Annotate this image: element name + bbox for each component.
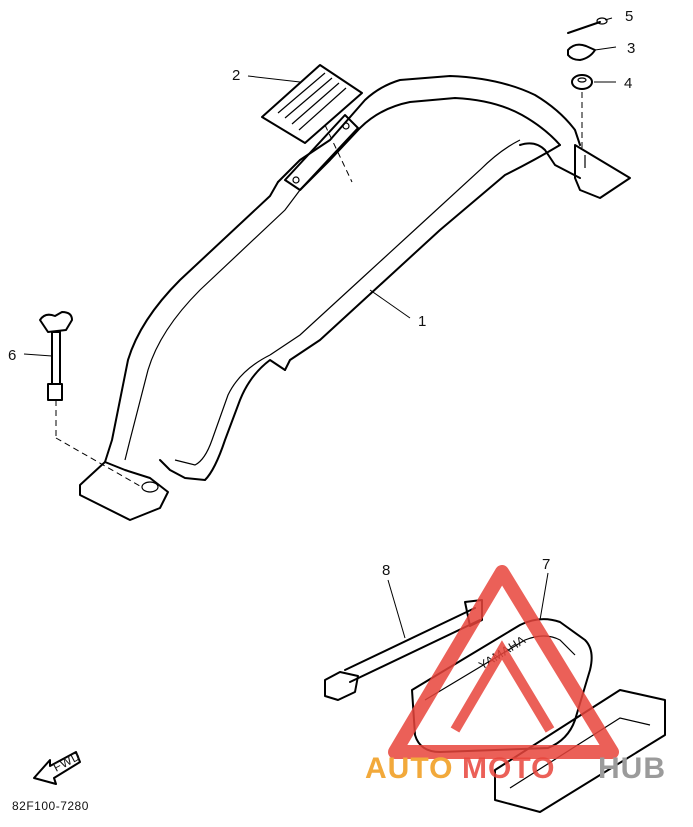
callout-4: 4: [624, 75, 632, 92]
rear-fender: [79, 75, 631, 521]
callout-7: 7: [542, 556, 550, 573]
callout-3: 3: [627, 40, 635, 57]
callout-6: 6: [8, 347, 16, 364]
wing-bolt: [39, 311, 141, 487]
callout-8: 8: [382, 562, 390, 579]
strap-rod: [324, 599, 483, 701]
leader-lines: [23, 17, 617, 639]
watermark-moto: MOTO: [462, 752, 555, 785]
callout-2: 2: [232, 67, 240, 84]
callout-5: 5: [625, 8, 633, 25]
watermark-hub: HUB: [598, 752, 666, 785]
watermark-logo: [388, 565, 619, 759]
figure-code: 82F100-7280: [12, 799, 89, 813]
fastener-group: [567, 17, 608, 150]
watermark-text: AUTO MOTO HUB: [365, 752, 666, 785]
decal-plate: [261, 64, 363, 144]
watermark-auto: AUTO: [365, 752, 453, 785]
callout-1: 1: [418, 313, 426, 330]
fwd-arrow-icon: FWD: [33, 749, 83, 785]
